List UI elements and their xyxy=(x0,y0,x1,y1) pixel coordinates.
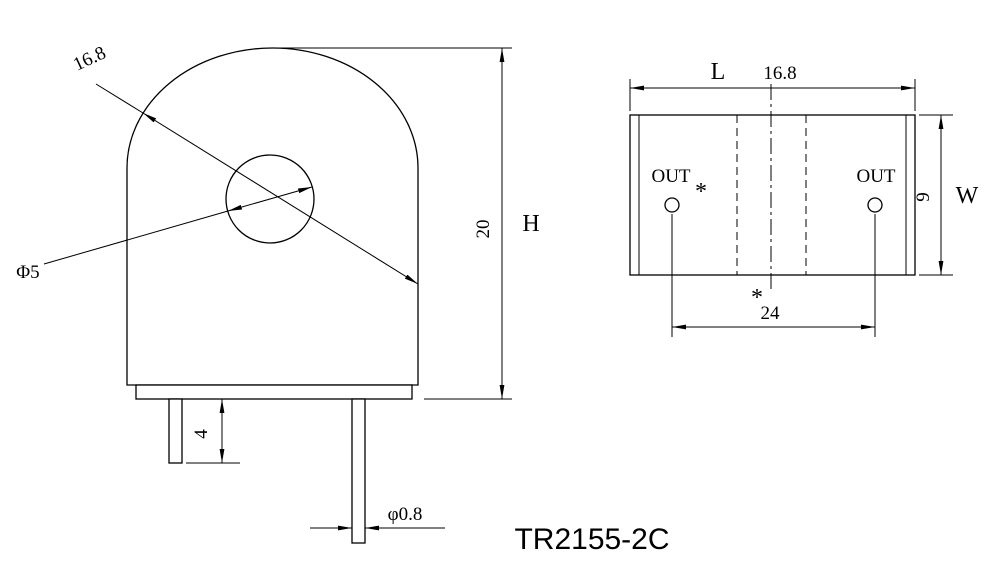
dim-label-hole-dia: Φ5 xyxy=(16,262,39,283)
dim-label-width: 9 xyxy=(913,192,934,202)
dim-label-height: 20 xyxy=(473,220,494,239)
hole-dia-leader xyxy=(43,210,229,265)
side-body-outline xyxy=(629,114,916,276)
hole-dia-dimension xyxy=(227,186,313,212)
dim-label-pitch: 24 xyxy=(761,303,781,324)
diagonal-leader-16-8 xyxy=(95,83,144,114)
front-view: 16.8 Φ5 20 H 4 φ0.8 xyxy=(16,42,540,544)
part-number-title: TR2155-2C xyxy=(514,523,669,556)
asterisk-out: * xyxy=(695,179,707,205)
dim-label-pin-length: 4 xyxy=(191,429,212,439)
dim-letter-height: H xyxy=(522,211,539,237)
dim-label-length: 16.8 xyxy=(763,63,796,84)
dim-label-diagonal: 16.8 xyxy=(70,42,109,75)
side-pin-right xyxy=(867,197,883,213)
asterisk-pitch: * xyxy=(751,285,763,311)
label-out-left: OUT xyxy=(651,166,690,187)
label-out-right: OUT xyxy=(856,166,895,187)
pin-left xyxy=(168,398,183,464)
side-view: OUT * OUT L 16.8 9 W * 24 xyxy=(629,59,979,337)
dim-label-pin-dia: φ0.8 xyxy=(388,504,423,525)
pin-right xyxy=(351,398,366,544)
mounting-base xyxy=(135,384,413,400)
side-pin-left xyxy=(664,197,680,213)
dim-letter-width: W xyxy=(956,183,979,209)
dim-letter-length: L xyxy=(711,59,726,85)
